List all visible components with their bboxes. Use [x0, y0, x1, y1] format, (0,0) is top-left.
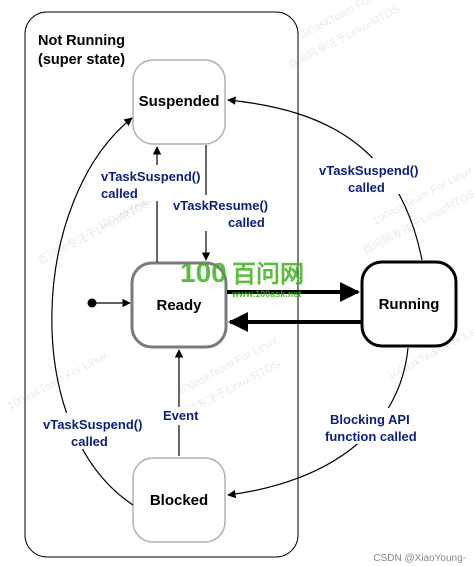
arrow-running-to-suspended	[227, 96, 423, 261]
logo-cn-text: 百问网	[232, 261, 304, 288]
label-line: function called	[325, 429, 417, 444]
initial-state-dot	[87, 298, 97, 308]
state-blocked	[132, 457, 226, 543]
label-line: vTaskSuspend()	[319, 163, 418, 178]
arrow-running-to-blocked	[227, 347, 409, 499]
label-ready-to-suspended: vTaskSuspend() called	[98, 165, 200, 201]
logo-watermark: 100 百问网 www.100ask.net	[180, 257, 304, 299]
label-blocked-to-suspended: vTaskSuspend() called	[40, 413, 142, 449]
label-line: Blocking API	[330, 412, 410, 427]
logo-url-text: www.100ask.net	[231, 289, 301, 299]
super-state-subtitle: (super state)	[38, 52, 125, 68]
arrow-blocked-to-suspended	[51, 117, 134, 506]
state-suspended-label: Suspended	[139, 93, 220, 110]
label-suspended-to-ready: vTaskResume() called	[170, 195, 268, 231]
label-line: called	[348, 180, 385, 195]
label-line: called	[228, 215, 265, 230]
logo-number: 100	[180, 257, 227, 288]
label-line: vTaskSuspend()	[43, 417, 142, 432]
state-ready	[130, 261, 228, 349]
state-ready-label: Ready	[156, 297, 202, 314]
state-running	[360, 260, 458, 348]
super-state-box	[24, 11, 299, 558]
state-suspended	[132, 59, 226, 145]
footer-credit: CSDN @XiaoYoung-	[373, 553, 466, 564]
state-running-label: Running	[379, 296, 440, 313]
label-running-to-suspended: vTaskSuspend() called	[316, 158, 418, 195]
label-line: vTaskResume()	[173, 198, 268, 213]
label-line: called	[71, 434, 108, 449]
label-line: vTaskSuspend()	[101, 169, 200, 184]
label-running-to-blocked: Blocking API function called	[322, 408, 418, 444]
super-state-title: Not Running	[38, 33, 125, 49]
label-blocked-to-ready: Event	[160, 407, 200, 425]
watermark-text: 百问网专注于Linux/RTOS	[35, 196, 152, 267]
label-line: Event	[163, 408, 199, 423]
label-line: called	[101, 186, 138, 201]
state-blocked-label: Blocked	[150, 492, 208, 509]
